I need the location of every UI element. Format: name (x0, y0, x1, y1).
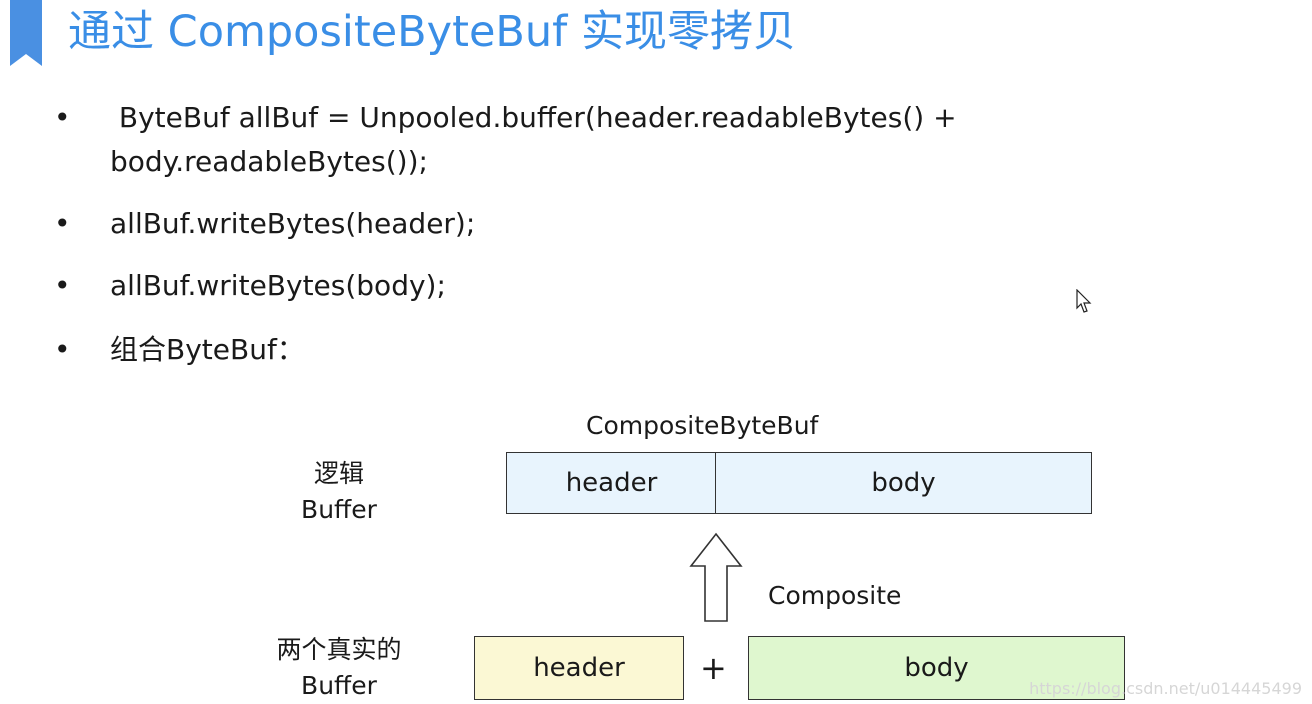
title-accent-marker (10, 0, 42, 66)
bullet-dot: • (54, 269, 71, 302)
slide-title: 通过 CompositeByteBuf 实现零拷贝 (68, 7, 796, 57)
bullet-text: ByteBuf allBuf = Unpooled.buffer(header.… (110, 101, 957, 134)
composite-up-arrow-icon (689, 532, 743, 622)
bullet-text: allBuf.writeBytes(body); (110, 269, 446, 302)
plus-sign: + (700, 649, 727, 687)
composite-bytebuf-label: CompositeByteBuf (586, 411, 819, 440)
composite-label: Composite (768, 581, 902, 610)
watermark-url: https://blog.csdn.net/u014445499 (1029, 679, 1302, 698)
bullet-text: allBuf.writeBytes(header); (110, 207, 476, 240)
bullet-text: 组合ByteBuf： (110, 333, 305, 366)
mouse-cursor-icon (1076, 289, 1092, 313)
real-buffers-label: 两个真实的 Buffer (266, 632, 412, 704)
bullet-text-continued: body.readableBytes()); (110, 145, 428, 178)
real-header-buffer: header (474, 636, 684, 700)
logical-body-segment: body (715, 452, 1092, 514)
real-buffers-label-line1: 两个真实的 (276, 635, 402, 664)
bullet-dot: • (54, 207, 71, 240)
real-body-buffer: body (748, 636, 1125, 700)
bullet-dot: • (54, 101, 71, 134)
logical-buffer-label-line2: Buffer (301, 495, 377, 524)
logical-buffer-label-line1: 逻辑 (313, 459, 364, 488)
real-buffers-label-line2: Buffer (301, 671, 377, 700)
logical-buffer-label: 逻辑 Buffer (296, 456, 382, 528)
bullet-dot: • (54, 333, 71, 366)
logical-header-segment: header (506, 452, 717, 514)
